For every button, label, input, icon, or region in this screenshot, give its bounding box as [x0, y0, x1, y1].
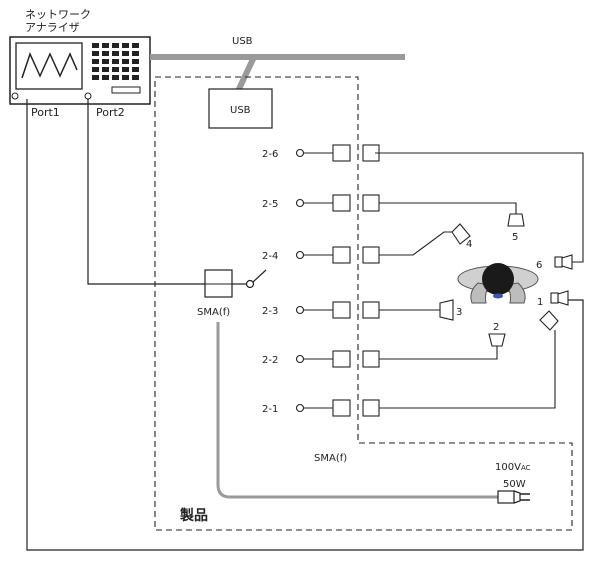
switch-pivot	[245, 279, 255, 289]
network-analyzer: ネットワーク アナライザ Port1 Port2	[9, 8, 151, 119]
product-boundary	[154, 76, 573, 531]
keypad-key	[102, 51, 109, 56]
usb-bus-drop	[235, 55, 257, 93]
port-label-2-4: 2-4	[262, 251, 278, 262]
antenna-6-icon	[554, 254, 573, 270]
analyzer-title-line2: アナライザ	[25, 21, 80, 34]
keypad-key	[122, 75, 129, 80]
antenna-2-icon	[488, 333, 506, 347]
antenna-5-icon	[507, 213, 525, 227]
port2-connector	[84, 92, 92, 100]
keypad-key	[112, 51, 119, 56]
usb-bus-label: USB	[232, 36, 253, 47]
keypad-key	[92, 43, 99, 48]
port-rows: 2-6 2-5 2-4 2-3 2-2 2-1 1 2 3 4 5	[262, 144, 559, 417]
keypad-key	[132, 75, 139, 80]
connector-outer-2-5	[362, 194, 380, 212]
usb-bus: USB	[150, 36, 405, 93]
antenna-4-label: 4	[466, 239, 472, 250]
keypad-key	[92, 59, 99, 64]
lower-connector-label: SMA(f)	[314, 453, 347, 464]
port-terminal-2-2	[295, 354, 305, 364]
port-label-2-6: 2-6	[262, 149, 278, 160]
connector-inner-2-1	[332, 399, 351, 417]
power-voltage-suffix: AC	[521, 464, 531, 472]
grey-cable	[216, 322, 498, 499]
antenna-2-label: 2	[493, 322, 499, 333]
antenna-3-label: 3	[456, 307, 462, 318]
keypad-key	[92, 51, 99, 56]
cable-2-1	[379, 330, 556, 409]
port-label-2-3: 2-3	[262, 306, 278, 317]
product-name: 製品	[179, 507, 208, 524]
keypad-key	[92, 67, 99, 72]
waveform-icon	[21, 51, 78, 79]
connector-inner-2-3	[332, 301, 351, 319]
keypad-key	[132, 59, 139, 64]
power-watt-label: 50W	[503, 479, 526, 490]
antenna-4-icon	[451, 223, 471, 245]
person-top-view-icon	[457, 263, 539, 304]
cable-2-2	[379, 346, 498, 360]
antenna-1-vpol-icon	[550, 290, 569, 306]
antenna-5-label: 5	[512, 232, 518, 243]
connector-outer-2-2	[362, 350, 380, 368]
keypad-key	[132, 67, 139, 72]
port-terminal-2-6	[295, 148, 305, 158]
keypad-key	[122, 59, 129, 64]
port-label-2-1: 2-1	[262, 404, 278, 415]
connector-inner-2-2	[332, 350, 351, 368]
port1-label: Port1	[31, 106, 60, 119]
analyzer-slot	[111, 86, 141, 94]
keypad-key	[112, 67, 119, 72]
antenna-1-label: 1	[537, 297, 543, 308]
keypad-key	[102, 67, 109, 72]
connector-outer-2-1	[362, 399, 380, 417]
port-label-2-2: 2-2	[262, 355, 278, 366]
keypad-key	[102, 43, 109, 48]
connector-outer-2-4	[362, 246, 380, 264]
cable-2-6	[375, 152, 584, 263]
connector-inner-2-4	[332, 246, 351, 264]
keypad-key	[122, 67, 129, 72]
port-terminal-2-1	[295, 403, 305, 413]
switch-connector-label: SMA(f)	[197, 307, 230, 318]
keypad-key	[122, 43, 129, 48]
keypad-key	[112, 43, 119, 48]
port2-label: Port2	[96, 106, 125, 119]
keypad-key	[102, 75, 109, 80]
antenna-1-icon	[539, 310, 559, 331]
port-terminal-2-4	[295, 250, 305, 260]
cable-2-5	[379, 202, 517, 214]
port-terminal-2-5	[295, 198, 305, 208]
cable-2-4	[379, 231, 452, 256]
port1-cable	[26, 99, 584, 551]
power-voltage-label: 100VAC	[495, 462, 531, 473]
keypad-key	[102, 59, 109, 64]
keypad-key	[112, 59, 119, 64]
connector-outer-2-3	[362, 301, 380, 319]
antenna-3-icon	[439, 299, 454, 321]
connector-inner-2-5	[332, 194, 351, 212]
port-terminal-2-3	[295, 305, 305, 315]
port1-connector	[11, 92, 19, 100]
antenna-6-label: 6	[536, 260, 542, 271]
keypad-key	[132, 43, 139, 48]
port2-cable	[87, 99, 205, 285]
keypad-key	[122, 51, 129, 56]
power-voltage-value: 100V	[495, 462, 521, 473]
keypad-key	[132, 51, 139, 56]
switch-arm	[252, 269, 267, 283]
keypad-icon	[92, 43, 139, 80]
keypad-key	[112, 75, 119, 80]
analyzer-title-line1: ネットワーク	[25, 8, 91, 21]
usb-module-box	[208, 88, 273, 129]
keypad-key	[92, 75, 99, 80]
power-plug-icon	[497, 490, 530, 504]
analyzer-screen	[15, 42, 83, 90]
usb-module-label: USB	[230, 105, 251, 116]
connector-inner-2-6	[332, 144, 351, 162]
port-label-2-5: 2-5	[262, 199, 278, 210]
